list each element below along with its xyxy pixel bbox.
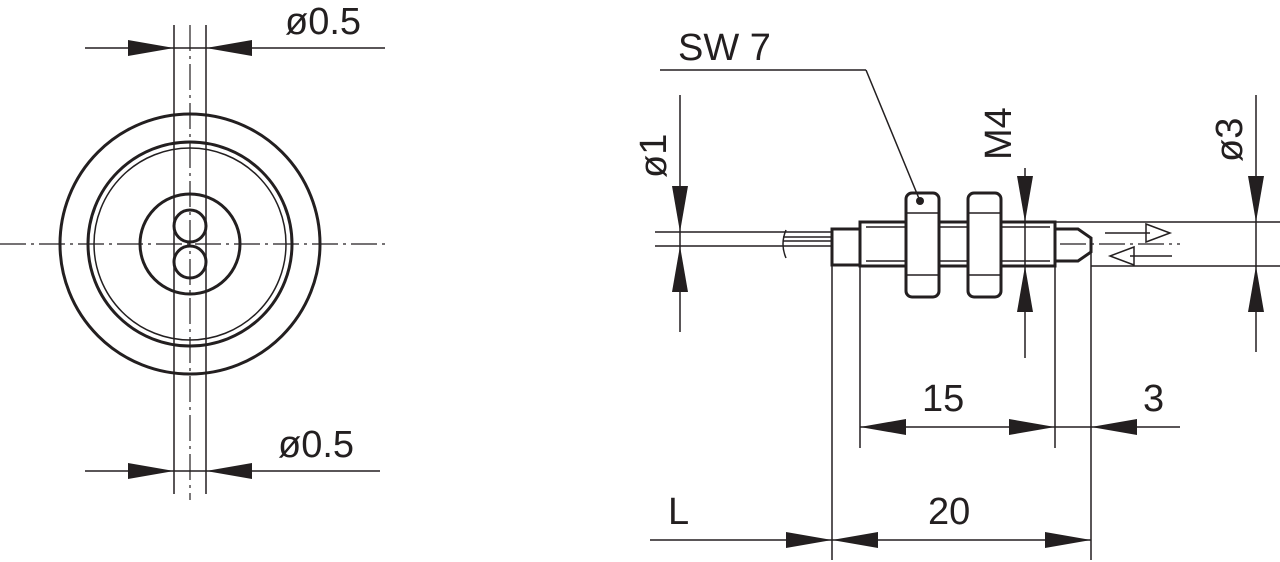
- wrench-size-label: SW 7: [678, 27, 771, 69]
- dim-cable-label: ø1: [633, 134, 675, 178]
- dimension-bottom: ø0.5: [85, 424, 380, 479]
- sensor-tip: [1053, 227, 1093, 263]
- dimension-tip-length: 3: [1055, 378, 1180, 435]
- dimension-cable-diameter: ø1: [633, 95, 688, 332]
- side-view: SW 7 ø1 M4 ø3: [633, 27, 1280, 560]
- dimension-tip-diameter: ø3: [1055, 95, 1280, 352]
- nut-left: [904, 191, 941, 299]
- dim-thread-label: M4: [978, 107, 1020, 160]
- dim-total-len-label: 20: [928, 491, 970, 533]
- dimension-thread: M4: [978, 107, 1033, 358]
- front-view: ø0.5 ø0.5: [0, 1, 385, 500]
- wrench-size-callout: SW 7: [660, 27, 921, 202]
- housing-back: [830, 227, 862, 267]
- dimension-top: ø0.5: [85, 1, 385, 56]
- dimension-cable-length: L: [650, 491, 832, 548]
- dim-tip-len-label: 3: [1143, 378, 1164, 420]
- dim-cable-len-label: L: [668, 491, 689, 533]
- dimension-total-length: 20: [832, 491, 1091, 548]
- dimension-thread-length: 15: [860, 378, 1055, 435]
- emit-receive-arrows: [1105, 222, 1173, 267]
- nut-right: [966, 191, 1003, 299]
- dim-top-label: ø0.5: [285, 1, 361, 43]
- cable: [655, 229, 832, 259]
- dim-bottom-label: ø0.5: [278, 424, 354, 466]
- dim-tip-label: ø3: [1209, 118, 1251, 162]
- dim-thread-len-label: 15: [922, 378, 964, 420]
